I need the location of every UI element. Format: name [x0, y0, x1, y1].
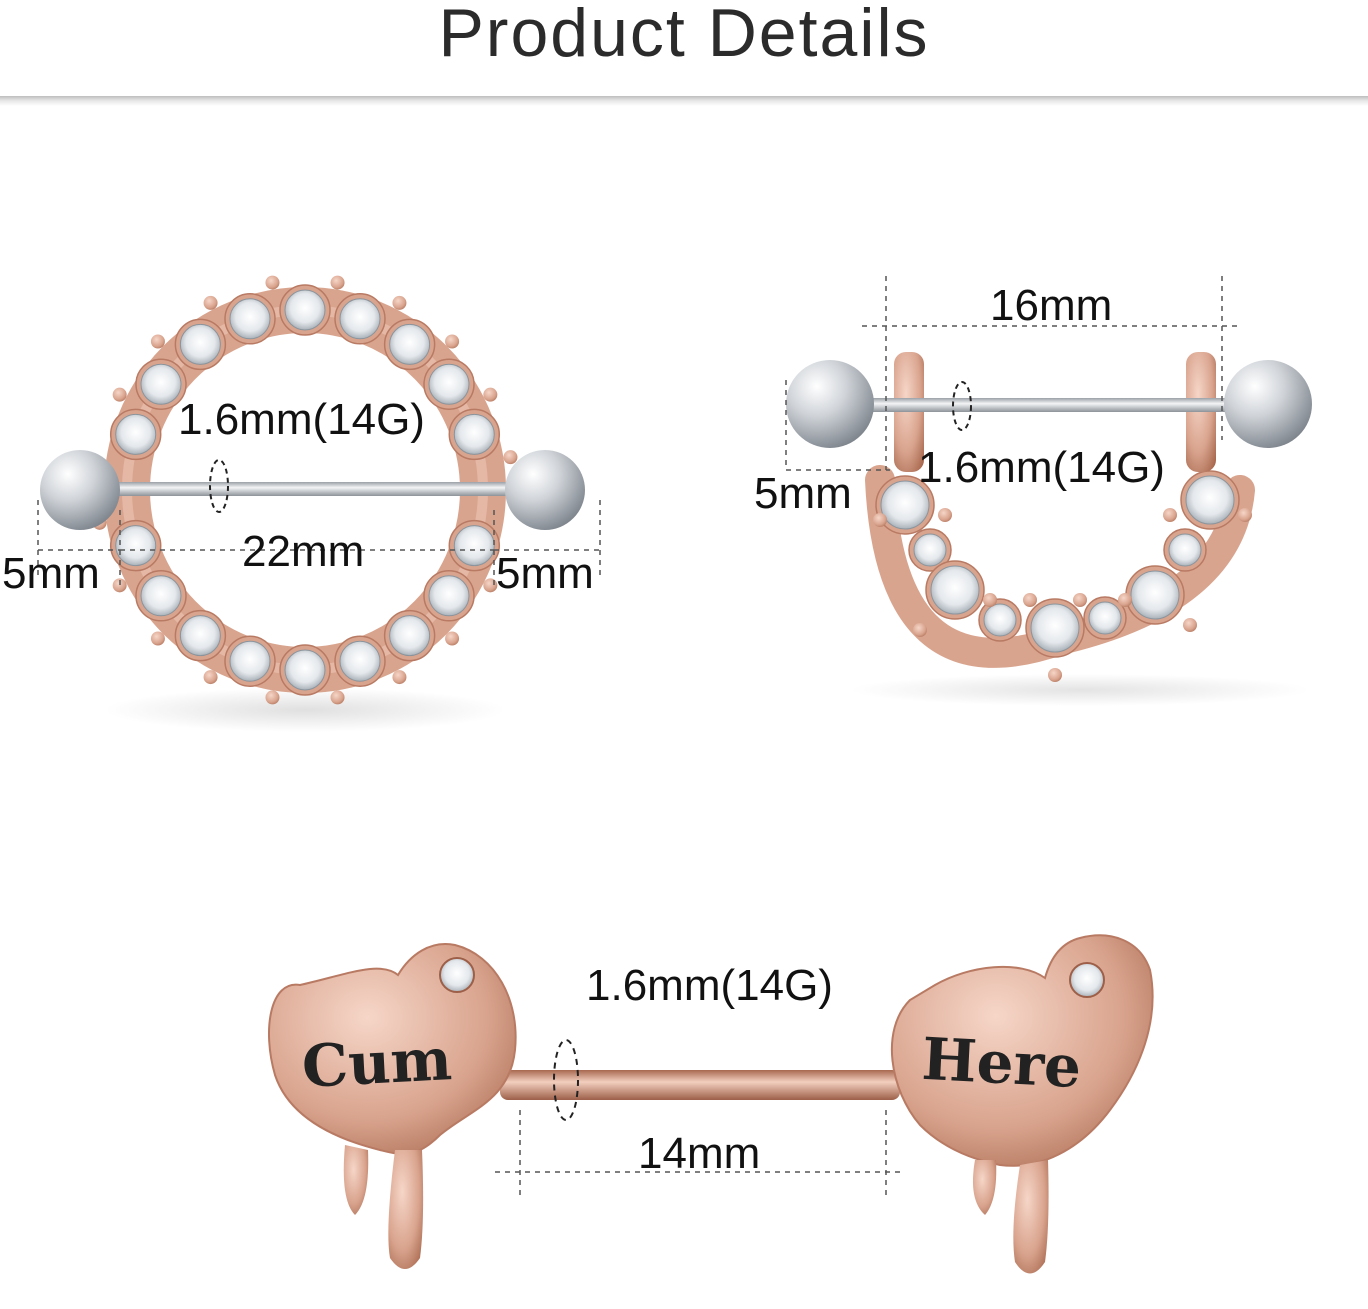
prong-bead [203, 295, 218, 310]
product-2-arc [786, 352, 1312, 706]
prong-bead [483, 387, 498, 402]
prong-bead [445, 631, 460, 646]
product-2-length-label: 16mm [990, 281, 1113, 330]
crystal-stone [1025, 598, 1085, 658]
product-3-gauge-label: 1.6mm(14G) [586, 961, 833, 1010]
crystal-stone [334, 635, 386, 687]
prong-bead [112, 578, 127, 593]
title-divider [0, 96, 1368, 106]
prong-bead [150, 631, 165, 646]
crystal-stone [174, 318, 227, 371]
crystal-stone [279, 644, 331, 696]
product-1-gauge-label: 1.6mm(14G) [178, 395, 425, 444]
prong-bead [112, 387, 127, 402]
crystal-stone [174, 609, 227, 662]
prong-bead [150, 334, 165, 349]
product-3-length-label: 14mm [638, 1129, 761, 1178]
prong-bead [1183, 618, 1197, 632]
crystal-stone [925, 560, 985, 620]
prong-bead [938, 508, 952, 522]
prong-bead [1238, 508, 1252, 522]
crystal-stone [279, 284, 331, 336]
left-heart [268, 943, 517, 1269]
product-2-gauge-label: 1.6mm(14G) [918, 443, 1165, 492]
product-1-dimensions [37, 500, 601, 590]
prong-bead [203, 670, 218, 685]
crystal-stone [135, 358, 187, 410]
crystal-stone [1180, 470, 1240, 530]
crystal-stone [1083, 596, 1127, 640]
prong-bead [1048, 668, 1062, 682]
product-3-hearts [268, 934, 1154, 1274]
prong-bead [445, 334, 460, 349]
crystal-stone [383, 609, 436, 662]
product-3-dimensions [495, 1110, 905, 1200]
prong-bead [265, 275, 280, 290]
prong-bead [1163, 508, 1177, 522]
crystal-stone [1125, 565, 1185, 625]
left-heart-engraving: Cum [300, 1025, 454, 1101]
crystal-stone [978, 598, 1022, 642]
prong-bead [913, 623, 927, 637]
prong-bead [330, 690, 345, 705]
crystal-stone [224, 635, 276, 687]
crystal-stone [423, 358, 475, 410]
right-heart-engraving: Here [920, 1024, 1083, 1102]
crystal-stone [1163, 528, 1207, 572]
prong-bead [265, 690, 280, 705]
right-heart [890, 934, 1154, 1274]
prong-bead [392, 670, 407, 685]
prong-bead [503, 450, 518, 465]
crystal-stone [383, 318, 436, 371]
crystal-stone [334, 293, 386, 345]
product-1-length-label: 22mm [242, 527, 365, 576]
product-1-ball-left-label: 5mm [2, 549, 100, 598]
prong-bead [1023, 593, 1037, 607]
product-1-shield [40, 275, 585, 732]
product-2-ball-label: 5mm [754, 469, 852, 518]
prong-bead [330, 275, 345, 290]
product-1-ball-right-label: 5mm [496, 549, 594, 598]
crystal-stone [448, 408, 501, 461]
crystal-stone [109, 408, 162, 461]
page-title: Product Details [438, 0, 930, 71]
crystal-stone [448, 519, 501, 572]
crystal-stone [908, 528, 952, 572]
prong-bead [1118, 593, 1132, 607]
prong-bead [1073, 593, 1087, 607]
crystal-stone [109, 519, 162, 572]
crystal-stone [135, 570, 187, 622]
prong-bead [392, 295, 407, 310]
prong-bead [873, 513, 887, 527]
crystal-stone [423, 570, 475, 622]
product-2-dimensions [785, 276, 1240, 471]
crystal-stone [224, 293, 276, 345]
prong-bead [983, 593, 997, 607]
crystal-stone [875, 475, 935, 535]
